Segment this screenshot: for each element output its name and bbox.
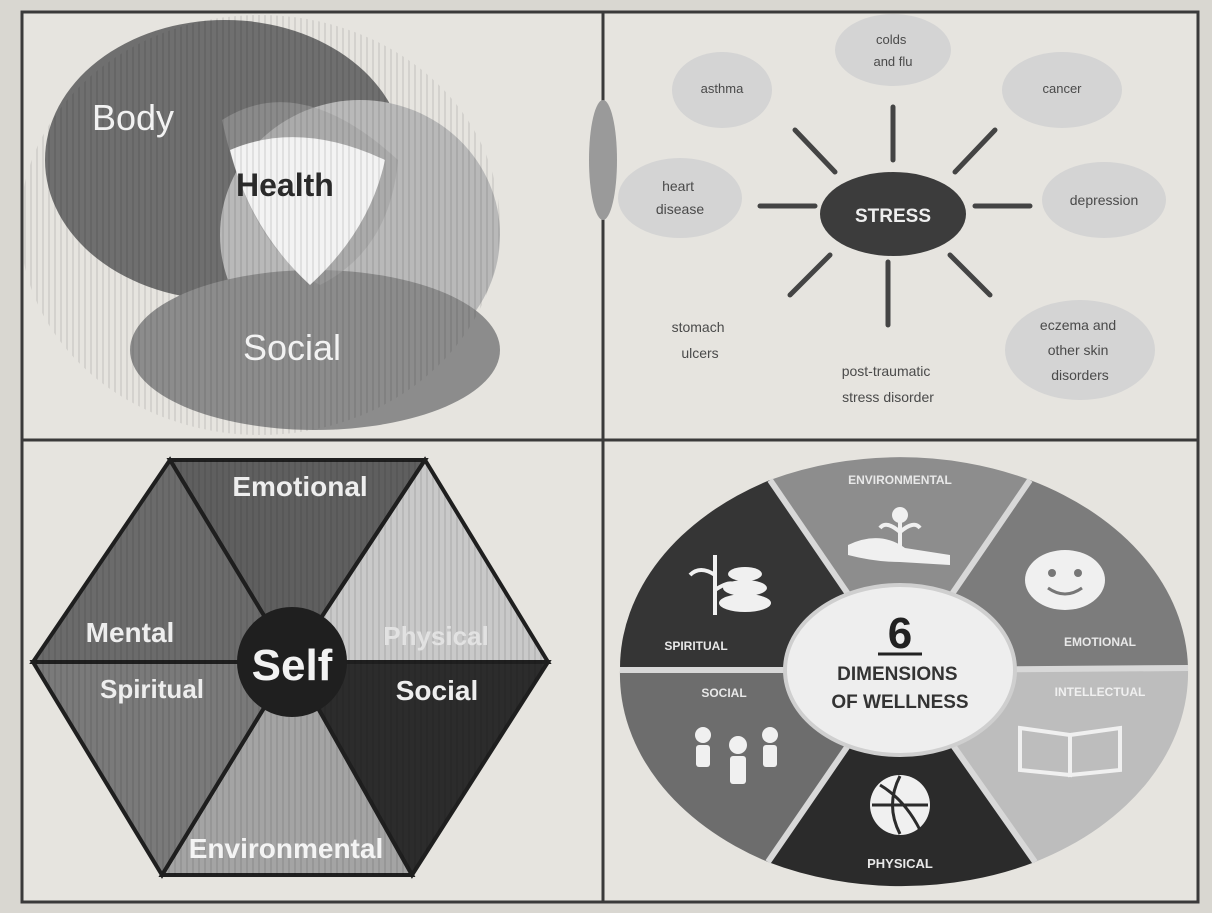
hex-label-emotional: Emotional (232, 471, 367, 502)
condition-line: stomach (672, 319, 725, 335)
stress-condition-cancer: cancer (1042, 81, 1082, 96)
stress-bubbles (618, 14, 1166, 400)
condition-line: post-traumatic (842, 363, 931, 379)
hexagon-panel: Self Emotional Physical Social Environme… (29, 456, 552, 879)
stress-condition-depression: depression (1070, 192, 1139, 208)
condition-line: cancer (1042, 81, 1082, 96)
hex-label-environmental: Environmental (189, 833, 383, 864)
wellness-label-intellectual: INTELLECTUAL (1055, 685, 1146, 699)
venn-label-body: Body (92, 97, 174, 138)
stress-bubble (835, 14, 951, 86)
wellness-label-environmental: ENVIRONMENTAL (848, 473, 952, 487)
wellness-center (783, 583, 1017, 757)
hex-label-mental: Mental (86, 617, 175, 648)
condition-line: and flu (873, 54, 912, 69)
stress-ray (792, 127, 838, 175)
wellness-label-physical: PHYSICAL (867, 856, 933, 871)
wellness-title: DIMENSIONS OF WELLNESS (831, 664, 968, 713)
stress-ray (787, 252, 833, 298)
smiley-icon (1025, 550, 1105, 610)
condition-line: ulcers (681, 345, 718, 361)
stress-rays (757, 104, 1033, 328)
stress-center (820, 172, 966, 256)
venn-panel: Body Health Social (20, 15, 500, 435)
stress-bubble (618, 158, 742, 238)
wellness-label-emotional: EMOTIONAL (1064, 635, 1136, 649)
stress-bubble (672, 52, 772, 128)
wellness-title-line: DIMENSIONS (837, 664, 957, 685)
hex-label-spiritual: Spiritual (100, 674, 204, 704)
condition-line: colds (876, 32, 907, 47)
wellness-number: 6 (888, 609, 912, 658)
venn-label-health: Health (236, 167, 334, 203)
hex-label-physical: Physical (383, 621, 489, 651)
stress-bubble (1002, 52, 1122, 128)
venn-texture (20, 15, 500, 435)
stress-condition-ptsd: post-traumatic stress disorder (842, 363, 935, 405)
stress-ray (947, 252, 993, 298)
stress-condition-heart: heart disease (656, 178, 704, 217)
condition-line: heart (662, 178, 694, 194)
basketball-icon (870, 775, 930, 835)
stress-center-label: STRESS (855, 206, 931, 227)
wellness-sector-environmental (770, 457, 1030, 670)
book-icon (1018, 725, 1122, 778)
wellness-title-line: OF WELLNESS (831, 692, 968, 713)
bamboo-stones-icon (688, 555, 771, 615)
condition-line: stress disorder (842, 389, 934, 405)
condition-line: other skin (1048, 342, 1109, 358)
condition-line: asthma (701, 81, 744, 96)
stress-ray (952, 127, 998, 175)
hex-label-social: Social (396, 675, 478, 706)
hex-center-label: Self (252, 641, 333, 690)
stress-bubble (1042, 162, 1166, 238)
wellness-label-social: SOCIAL (701, 686, 746, 700)
stress-edge-shape (589, 100, 617, 220)
wellness-panel: 6 DIMENSIONS OF WELLNESS ENVIRONMENTAL E… (619, 457, 1189, 887)
venn-label-social: Social (243, 327, 341, 368)
condition-line: disease (656, 201, 704, 217)
wellness-label-spiritual: SPIRITUAL (664, 639, 727, 653)
hex-center (237, 607, 347, 717)
condition-line: eczema and (1040, 317, 1116, 333)
stress-bubble (1005, 300, 1155, 400)
stress-condition-eczema: eczema and other skin disorders (1040, 317, 1120, 383)
stress-condition-colds: colds and flu (873, 32, 912, 69)
stress-panel: STRESS asthma colds and flu cancer heart… (589, 14, 1166, 405)
stress-condition-asthma: asthma (701, 81, 744, 96)
condition-line: disorders (1051, 367, 1109, 383)
stress-condition-ulcers: stomach ulcers (672, 319, 729, 361)
condition-line: depression (1070, 192, 1139, 208)
hand-plant-icon (848, 507, 950, 565)
people-icon (695, 727, 778, 784)
